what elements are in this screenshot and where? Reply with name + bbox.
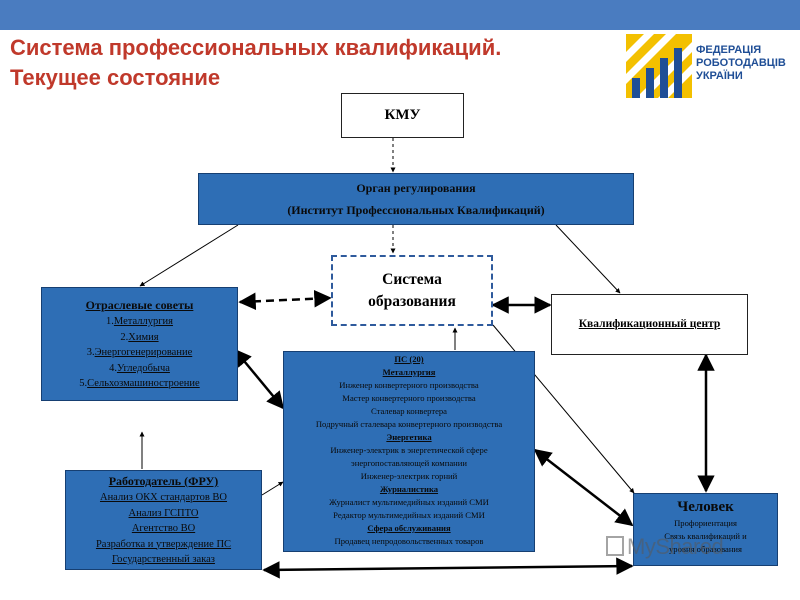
employer-item: Агентство ВО (131, 523, 196, 534)
ps-item: Редактор мультимедийных изданий СМИ (333, 510, 485, 520)
ps-item: Инженер-электрик горний (360, 471, 458, 481)
employer-item: Разработка и утверждение ПС (95, 538, 232, 550)
person-line3: уровня образования (669, 544, 742, 554)
councils-item: 4.Угледобыча (109, 362, 170, 374)
employer-item: Анализ ОКХ стандартов ВО (99, 492, 228, 503)
watermark-icon (606, 536, 624, 556)
watermark-text: MyShared (627, 534, 724, 559)
ps-section-title: Сфера обслуживания (367, 523, 451, 533)
edge-regulator-qualcenter (555, 224, 621, 294)
ps-item: Подручный сталевара конвертерного произв… (315, 419, 503, 429)
edge-councils-ps (233, 348, 285, 410)
regulator-line2: (Институт Профессиональных Квалификаций) (287, 203, 545, 217)
ps-section-title: Журналистика (379, 484, 439, 494)
councils-item: 3.Энергогенерирование (86, 347, 193, 358)
councils-item: 1.Металлургия (106, 316, 173, 327)
ps-title: ПС (20) (394, 354, 424, 364)
logo-line3: УКРАЇНИ (696, 70, 743, 82)
edge-councils-education (238, 289, 332, 311)
person-node: Человек Профориентация Связь квалификаци… (633, 493, 778, 566)
ps-item: Журналист мультимедийных изданий СМИ (329, 497, 489, 507)
logo-line1: ФЕДЕРАЦІЯ (696, 44, 762, 56)
ps-item: Инженер-электрик в энергетической сфере (330, 445, 488, 455)
councils-item: 2.Химия (120, 331, 159, 343)
ps-item: Продавец непродовольственных товаров (334, 536, 484, 546)
person-line2: Связь квалификаций и (664, 531, 747, 541)
federation-logo: ФЕДЕРАЦІЯ РОБОТОДАВЦІВ УКРАЇНИ (626, 34, 796, 98)
employer-title: Работодатель (ФРУ) (108, 474, 219, 488)
qualification-center-label: Квалификационный центр (578, 318, 721, 330)
ps-item: Мастер конвертерного производства (342, 393, 476, 403)
kmu-node: КМУ (341, 93, 464, 138)
ps-item: Сталевар конвертера (371, 406, 447, 416)
person-title: Человек (677, 499, 734, 515)
employer-item: Государственный заказ (112, 554, 215, 565)
ps-item: энергопоставляющей компании (351, 458, 467, 468)
top-banner (0, 0, 800, 30)
regulator-node: Орган регулирования (Институт Профессион… (198, 173, 634, 225)
edge-employer-person (262, 557, 634, 579)
qualification-center-node: Квалификационный центр (551, 294, 748, 355)
education-line2: образования (368, 293, 456, 310)
edge-ps-person (533, 448, 634, 527)
ps-item: Инженер конвертерного производства (339, 380, 479, 390)
employer-node: Работодатель (ФРУ) Анализ ОКХ стандартов… (65, 470, 262, 570)
regulator-line1: Орган регулирования (356, 181, 476, 195)
councils-node: Отраслевые советы 1.Металлургия 2.Химия … (41, 287, 238, 401)
watermark: MyShared (606, 534, 724, 560)
ps-node: ПС (20) Металлургия Инженер конвертерног… (283, 351, 535, 552)
edge-regulator-councils (139, 224, 239, 287)
logo-mark-icon (626, 34, 692, 98)
education-line1: Система (382, 271, 442, 288)
logo-text: ФЕДЕРАЦІЯ РОБОТОДАВЦІВ УКРАЇНИ (696, 44, 786, 83)
education-node: Система образования (331, 255, 493, 326)
edge-employer-ps (261, 481, 284, 496)
logo-line2: РОБОТОДАВЦІВ (696, 57, 786, 69)
page-title: Система професcиональных квалификаций. Т… (10, 33, 501, 93)
page-title-line2: Текущее состояние (10, 65, 221, 90)
page-title-line1: Система професcиональных квалификаций. (10, 35, 502, 60)
kmu-label: КМУ (384, 107, 421, 123)
person-line1: Профориентация (674, 518, 737, 528)
councils-item: 5.Сельхозмашиностроение (79, 378, 200, 389)
ps-section-title: Энергетика (386, 432, 432, 442)
councils-title: Отраслевые советы (85, 298, 194, 312)
employer-item: Анализ ГСПТО (128, 507, 199, 519)
ps-section-title: Металлургия (382, 367, 436, 377)
